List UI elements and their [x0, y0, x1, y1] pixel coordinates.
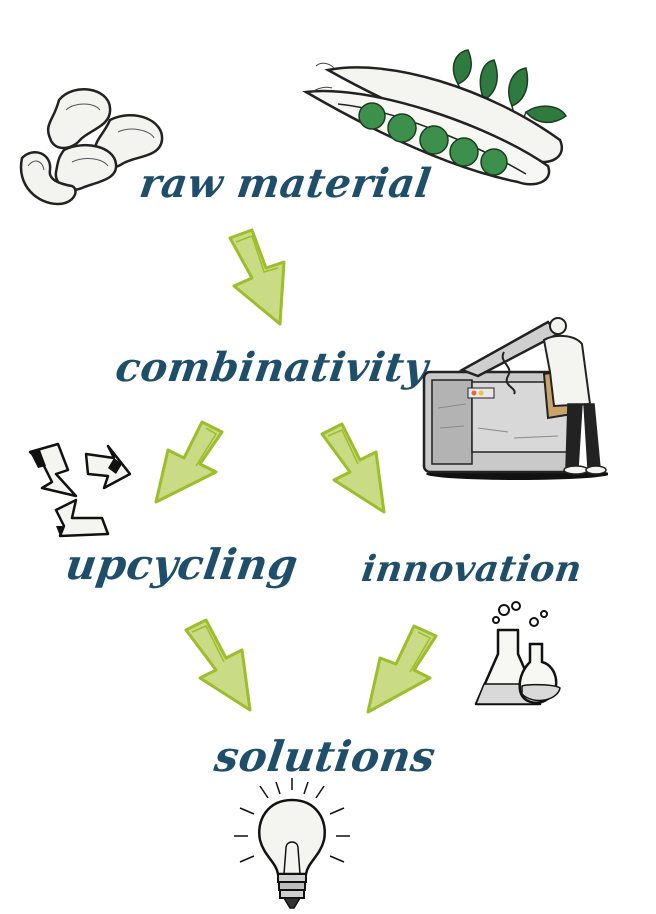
arrow-down-left-icon	[150, 418, 230, 510]
node-innovation-label: innovation	[359, 548, 585, 590]
node-raw-material-label: raw material	[136, 160, 435, 207]
node-upcycling-label: upcycling	[62, 540, 302, 589]
flasks-icon	[470, 600, 566, 712]
arrow-down-icon	[222, 228, 302, 328]
arrow-down-right-icon	[182, 614, 262, 714]
pea-pod-icon	[298, 48, 573, 198]
baker-machine-icon	[418, 308, 608, 480]
light-bulb-icon	[232, 778, 352, 910]
node-solutions-label: solutions	[211, 732, 439, 781]
node-combinativity-label: combinativity	[112, 344, 432, 391]
arrow-down-right-icon	[318, 420, 396, 516]
recycle-icon	[16, 440, 132, 540]
arrow-down-left-icon	[362, 622, 442, 718]
beans-icon	[14, 80, 174, 210]
